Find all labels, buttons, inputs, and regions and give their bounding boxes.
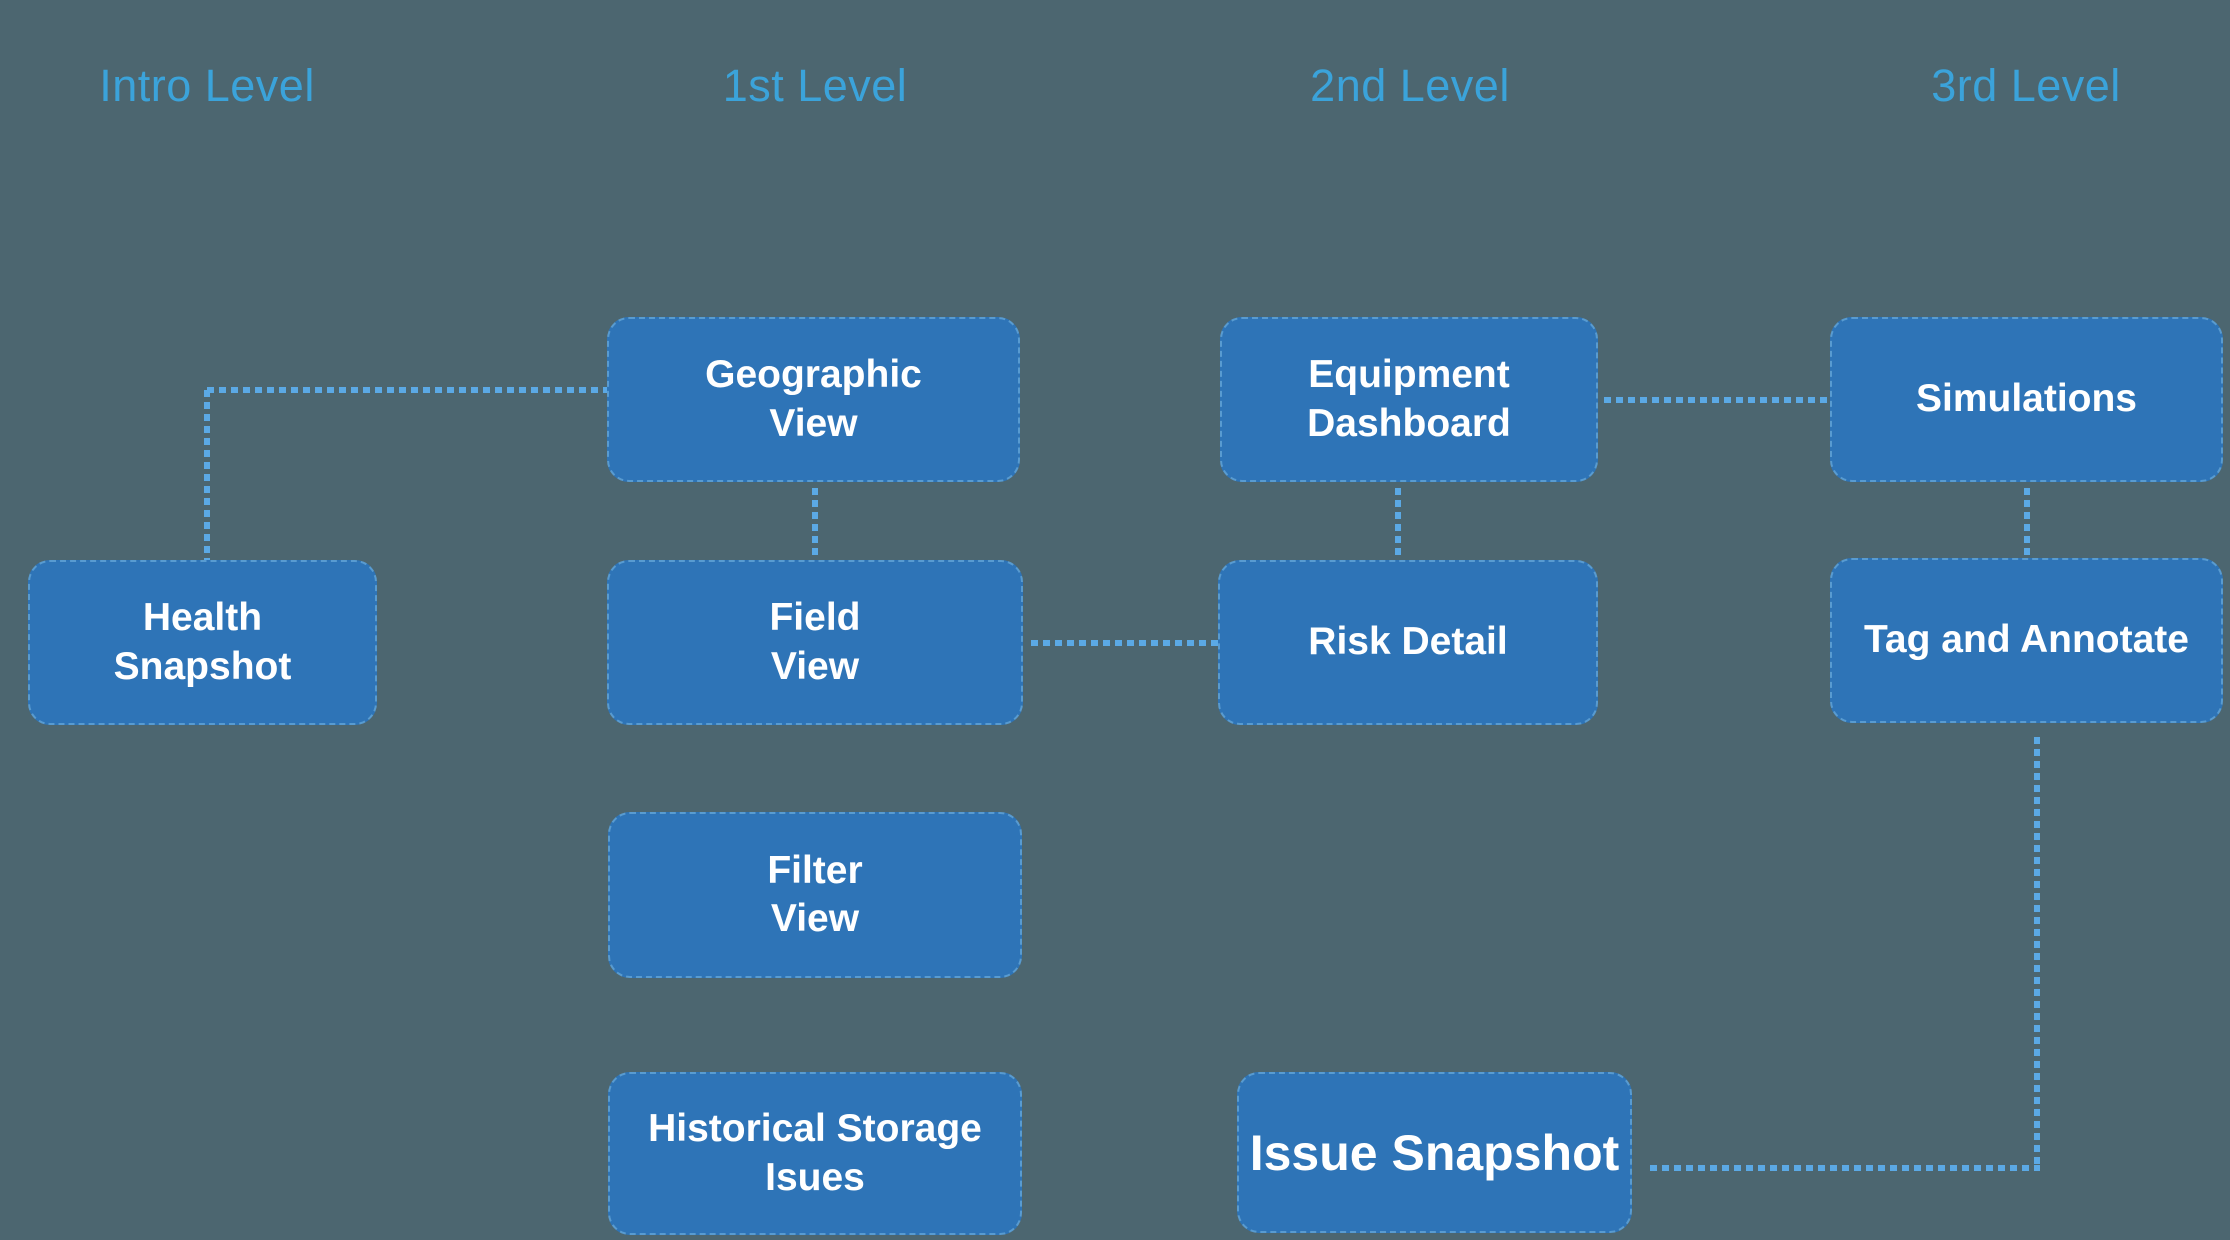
- level-header-first: 1st Level: [722, 60, 908, 111]
- node-label-line: Issue Snapshot: [1249, 1124, 1620, 1181]
- node-label-line: Tag and Annotate: [1864, 618, 2189, 662]
- node-simulations[interactable]: Simulations: [1830, 317, 2223, 482]
- node-label-line: Dashboard: [1307, 401, 1511, 445]
- node-issue-snapshot[interactable]: Issue Snapshot: [1237, 1072, 1632, 1233]
- connector-tag-to-issue-horizontal: [1650, 1165, 2040, 1171]
- node-label-line: Isues: [765, 1155, 865, 1199]
- node-geographic-view[interactable]: Geographic View: [607, 317, 1020, 482]
- node-label-line: Field: [769, 596, 861, 640]
- node-label-line: Simulations: [1915, 377, 2138, 421]
- node-label-line: View: [769, 401, 858, 445]
- level-header-second: 2nd Level: [1310, 60, 1510, 111]
- node-label-line: View: [770, 897, 860, 940]
- node-historical-storage-isues[interactable]: Historical Storage Isues: [608, 1072, 1022, 1235]
- level-header-intro: Intro Level: [99, 60, 315, 111]
- connector-field-to-risk-horizontal: [1031, 640, 1218, 646]
- node-tag-and-annotate[interactable]: Tag and Annotate: [1830, 558, 2223, 723]
- connector-tag-to-issue-vertical: [2034, 737, 2040, 1168]
- node-label-line: Snapshot: [113, 644, 292, 688]
- node-label-line: Historical Storage: [648, 1107, 982, 1151]
- node-label-line: View: [770, 644, 860, 688]
- connector-simulations-to-tag-vertical: [2024, 488, 2030, 558]
- node-risk-detail[interactable]: Risk Detail: [1218, 560, 1598, 725]
- connector-geographic-to-field-vertical: [812, 488, 818, 560]
- node-label-line: Filter: [767, 848, 863, 892]
- connector-health-to-geographic-horizontal: [207, 387, 607, 393]
- connector-equipment-to-simulations-horizontal: [1604, 397, 1830, 403]
- connector-health-to-geographic-vertical: [204, 390, 210, 562]
- node-label-line: Health: [142, 596, 263, 640]
- node-label-line: Equipment: [1308, 353, 1510, 397]
- level-header-third: 3rd Level: [1931, 60, 2121, 111]
- node-health-snapshot[interactable]: Health Snapshot: [28, 560, 377, 725]
- node-label-line: Risk Detail: [1308, 620, 1508, 664]
- connector-equipment-to-risk-vertical: [1395, 488, 1401, 560]
- node-field-view[interactable]: Field View: [607, 560, 1023, 725]
- node-label-line: Geographic: [705, 353, 922, 397]
- node-equipment-dashboard[interactable]: Equipment Dashboard: [1220, 317, 1598, 482]
- node-filter-view[interactable]: Filter View: [608, 812, 1022, 978]
